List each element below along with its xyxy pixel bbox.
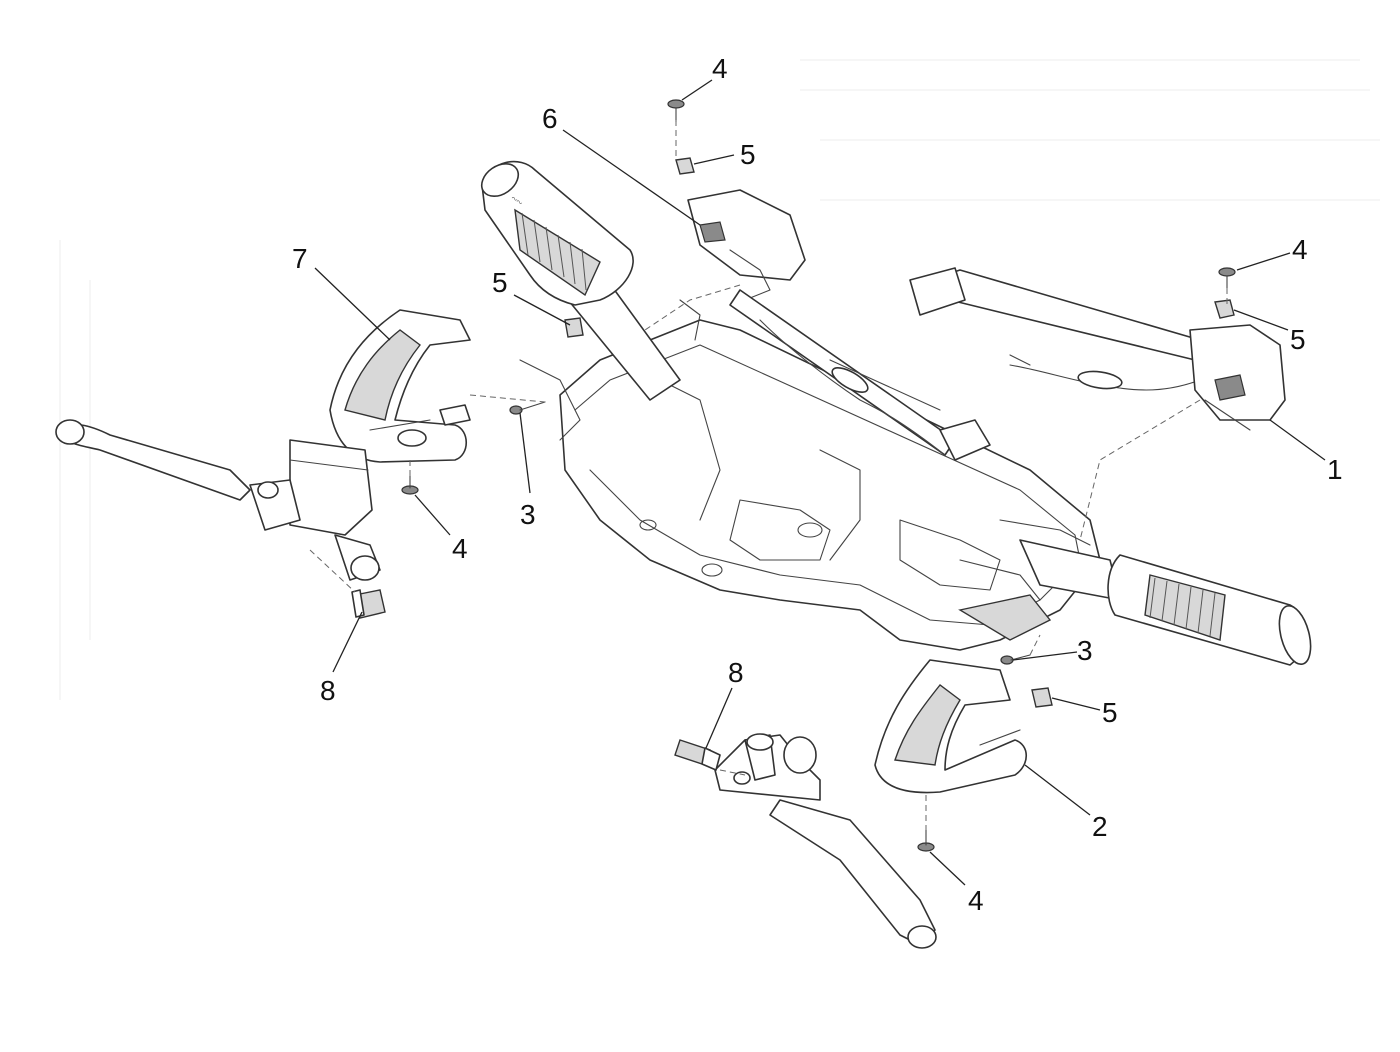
clip-top [675,157,695,175]
screw-left [401,475,419,495]
callout-3-right: 3 [1077,635,1093,666]
callout-4-bottom: 4 [968,885,984,916]
callout-6: 6 [542,103,558,134]
callout-5-top: 5 [740,139,756,170]
hand-guard-left [329,309,471,463]
clip-right [1214,299,1235,319]
screw-bottom [917,829,935,852]
callout-5-mid: 5 [492,267,508,298]
callout-8-left: 8 [320,675,336,706]
callout-4-left: 4 [452,533,468,564]
callout-2: 2 [1092,811,1108,842]
leader-lines [314,79,1326,886]
brake-lever-left [55,419,381,581]
callout-3-left: 3 [520,499,536,530]
callout-4-right: 4 [1292,234,1308,265]
handlebar-body [519,299,1101,651]
stop-switch-right [674,739,721,771]
left-grip-ribs [521,212,587,291]
callout-5-right: 5 [1290,324,1306,355]
screw-right [1218,267,1236,289]
switch-assembly-left [687,189,991,461]
right-grip-ribs [1149,577,1216,637]
self-tapping-screw-right [1000,654,1031,665]
left-grip: ~~ [480,160,681,401]
callout-1: 1 [1327,454,1343,485]
vespa-script-logo: ~~ [508,193,525,210]
right-grip [1019,539,1312,666]
callout-7: 7 [292,243,308,274]
callout-8-right: 8 [728,657,744,688]
hand-guard-right [874,659,1028,794]
assembly-guides [309,120,1228,830]
callout-5-bottom: 5 [1102,697,1118,728]
background-ghost [59,59,1380,700]
self-tapping-screw-left [509,401,546,415]
switch-assembly-right [909,267,1286,431]
callout-labels: 4 5 6 4 5 1 7 5 3 4 8 8 3 5 2 4 [292,53,1343,916]
brake-lever-right [714,733,937,949]
clip-mid [564,317,584,338]
callout-4-top: 4 [712,53,728,84]
clip-bottom [1031,687,1053,708]
stop-switch-left [351,589,386,619]
screw-top [667,99,685,123]
